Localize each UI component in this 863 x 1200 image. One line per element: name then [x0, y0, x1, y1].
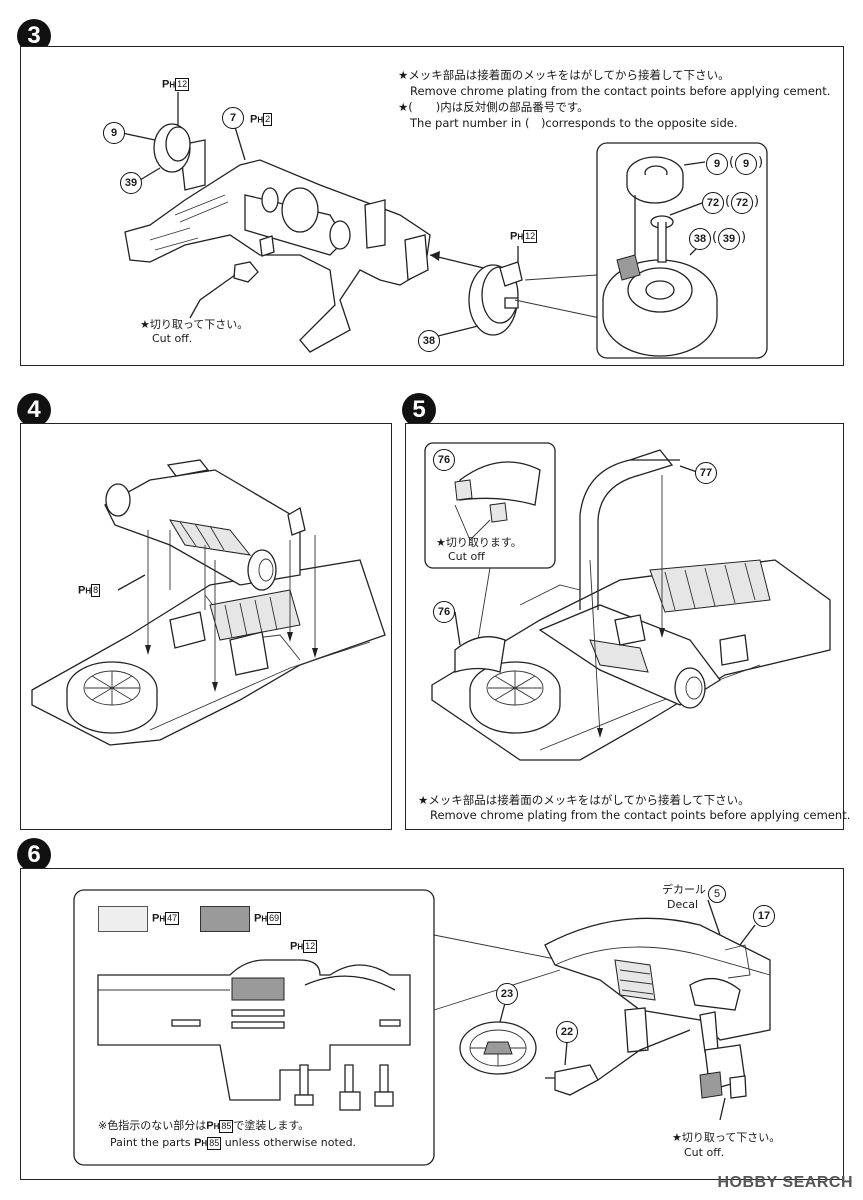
decal-label-en: Decal [667, 898, 699, 911]
part-number-38-detail: 38 [689, 228, 711, 250]
paint-sub: H [201, 1139, 208, 1148]
step5-cutoff-jp: ★切り取ります。 [436, 536, 522, 549]
step6-cutoff-jp: ★切り取って下さい。 [672, 1131, 781, 1144]
paren-close: ) [754, 194, 760, 209]
part-number-39: 39 [120, 172, 142, 194]
part-number-23: 23 [496, 983, 518, 1005]
step3-note-en-2: The part number in ( )corresponds to the… [410, 116, 738, 130]
note-jp-post: で塗装します。 [233, 1119, 310, 1132]
paint-prefix: P [206, 1120, 214, 1132]
step6-cutoff-en: Cut off. [684, 1146, 725, 1159]
paren-open: ( [712, 230, 718, 245]
paint-number: 85 [219, 1119, 234, 1133]
paint-sub: H [85, 586, 92, 596]
step3-note-jp-2: ★( )内は反対側の部品番号です。 [398, 100, 589, 114]
paint-number: 12 [523, 230, 538, 243]
paint-prefix: P [194, 1137, 202, 1149]
paint-prefix: P [162, 78, 170, 91]
paint-number: 69 [267, 912, 282, 925]
paren-close: ) [758, 155, 764, 170]
paint-number: 12 [303, 940, 318, 953]
paint-sub: H [169, 80, 176, 90]
step3-cutoff-en: Cut off. [152, 332, 193, 345]
paint-number: 47 [165, 912, 180, 925]
paint-sub: H [517, 232, 524, 242]
part-number-76: 76 [433, 601, 455, 623]
paren-close: ) [741, 230, 747, 245]
paint-number: 8 [91, 584, 101, 597]
step3-cutoff-jp: ★切り取って下さい。 [140, 318, 249, 331]
part-number-9-opposite: 9 [735, 153, 757, 175]
paren-open: ( [725, 194, 731, 209]
note-en-pre: Paint the parts [110, 1136, 191, 1149]
paint-prefix: P [152, 912, 160, 925]
step-number-4: 4 [17, 393, 51, 427]
part-number-72: 72 [702, 192, 724, 214]
part-number-9-detail: 9 [706, 153, 728, 175]
watermark: HOBBY SEARCH [717, 1174, 853, 1191]
paint-number: 12 [175, 78, 190, 91]
note-jp-pre: ※色指示のない部分は [98, 1119, 207, 1132]
part-number-76-inset: 76 [433, 449, 455, 471]
part-number-22: 22 [556, 1021, 578, 1043]
decal-label-jp: デカール [662, 883, 706, 896]
paint-number: 85 [207, 1136, 222, 1150]
part-number-39-opposite: 39 [718, 228, 740, 250]
paint-sub: H [261, 914, 268, 924]
step3-note-en-1: Remove chrome plating from the contact p… [410, 84, 831, 98]
step3-note-jp-1: ★メッキ部品は接着面のメッキをはがしてから接着して下さい。 [398, 68, 730, 82]
paint-swatch-light [98, 906, 148, 932]
paint-prefix: P [510, 230, 518, 243]
part-number-9: 9 [103, 122, 125, 144]
part-number-77: 77 [695, 462, 717, 484]
paren-open: ( [729, 155, 735, 170]
step-number-5: 5 [402, 393, 436, 427]
part-number-7: 7 [222, 107, 244, 129]
paint-sub: H [297, 942, 304, 952]
paint-number: 2 [263, 113, 273, 126]
paint-sub: H [213, 1122, 220, 1131]
paint-sub: H [257, 115, 264, 125]
step5-note-en: Remove chrome plating from the contact p… [430, 808, 851, 822]
part-number-38: 38 [418, 330, 440, 352]
paint-sub: H [159, 914, 166, 924]
part-number-72-opposite: 72 [731, 192, 753, 214]
step5-cutoff-en: Cut off [448, 550, 485, 563]
paint-prefix: P [290, 940, 298, 953]
paint-swatch-dark [200, 906, 250, 932]
decal-number: 5 [708, 885, 726, 903]
paint-prefix: P [250, 113, 258, 126]
step-number-6: 6 [17, 838, 51, 872]
paint-prefix: P [254, 912, 262, 925]
note-en-post: unless otherwise noted. [224, 1136, 357, 1149]
part-number-17: 17 [753, 905, 775, 927]
step5-note-jp: ★メッキ部品は接着面のメッキをはがしてから接着して下さい。 [418, 793, 750, 807]
paint-prefix: P [78, 584, 86, 597]
